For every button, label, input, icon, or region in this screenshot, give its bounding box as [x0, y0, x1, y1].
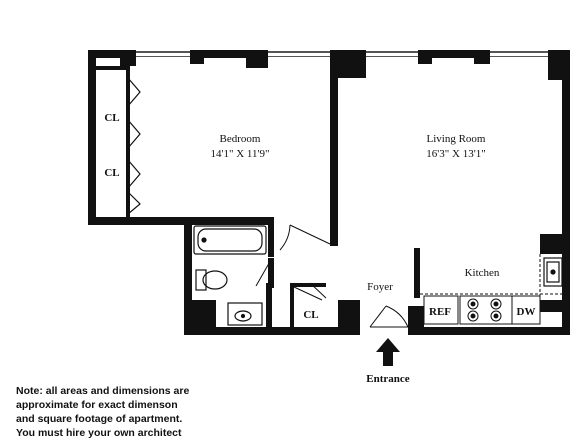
living-room-name: Living Room: [427, 133, 486, 145]
kitchen-name: Kitchen: [465, 267, 500, 279]
bathroom-sink: [227, 302, 263, 326]
closet-lower-label: CL: [104, 167, 119, 179]
stove-burners: [467, 298, 502, 322]
note-line-3: and square footage of apartment.: [16, 413, 183, 425]
kitchen-counter: [420, 254, 562, 325]
entrance-arrow-icon: [376, 338, 400, 366]
toilet: [195, 269, 228, 291]
exterior-walls: [88, 50, 570, 335]
closet-foyer-label: CL: [303, 309, 318, 321]
refrigerator-label: REF: [429, 306, 451, 318]
kitchen-sink: [543, 257, 563, 287]
note-line-2: approximate for exact dimenson: [16, 399, 178, 411]
foyer-name: Foyer: [367, 281, 393, 293]
entrance-label: Entrance: [366, 373, 410, 385]
bedroom-name: Bedroom: [220, 133, 261, 145]
door-swings: [255, 224, 409, 328]
note-line-4: You must hire your own architect: [16, 427, 182, 439]
living-room-dims: 16'3" X 13'1": [426, 148, 485, 160]
closet-bifold-doors: [127, 77, 141, 215]
closet-upper-label: CL: [104, 112, 119, 124]
bedroom-dims: 14'1" X 11'9": [211, 148, 270, 160]
dishwasher-label: DW: [517, 306, 536, 318]
interior-walls: [96, 66, 420, 327]
bathtub: [193, 225, 267, 255]
note-line-1: Note: all areas and dimensions are: [16, 385, 190, 397]
